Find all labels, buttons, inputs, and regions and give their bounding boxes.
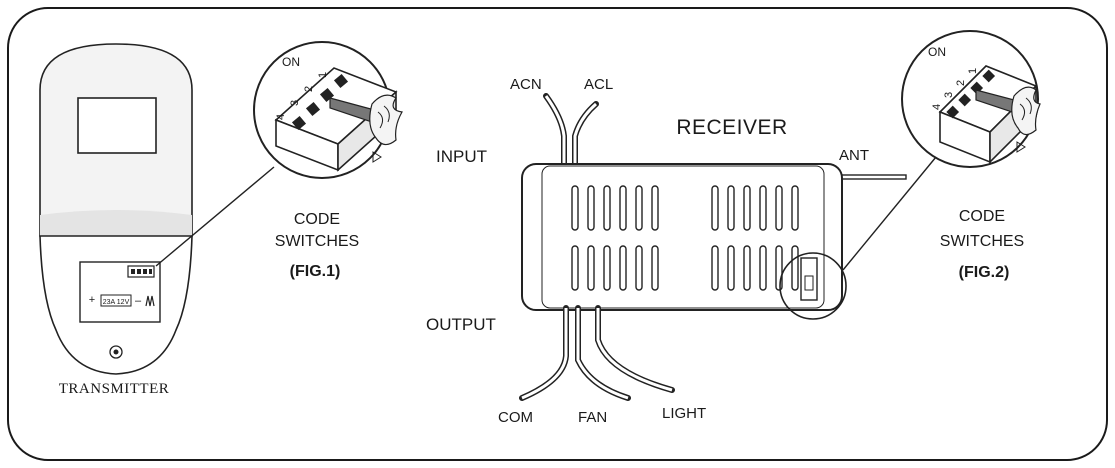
fig1-switch-slot xyxy=(305,101,321,117)
vent-slot xyxy=(635,185,643,231)
fig1-zoom: 1 2 3 4 ON xyxy=(253,41,403,179)
vent-slot xyxy=(651,245,659,291)
acn-wire-label: ACN xyxy=(510,76,542,93)
vent-slot xyxy=(587,245,595,291)
input-wires xyxy=(543,93,599,171)
acn-wire-core xyxy=(544,95,566,168)
vent-slot xyxy=(571,245,579,291)
fig2-leader-line xyxy=(842,156,937,271)
fig2-switch-number: 3 xyxy=(943,92,955,98)
vent-slot xyxy=(587,185,595,231)
vent-slot xyxy=(759,185,767,231)
output-wires xyxy=(519,305,675,401)
transmitter-code-switch-slot xyxy=(131,269,135,274)
vent-slot xyxy=(651,185,659,231)
light-wire-label: LIGHT xyxy=(662,405,706,422)
fig1-switch-number: 2 xyxy=(303,86,315,92)
fig1-code-label-line2: SWITCHES xyxy=(275,233,359,250)
fig1-hand-detail xyxy=(377,105,390,129)
receiver-output-label: OUTPUT xyxy=(426,315,496,334)
vent-slot xyxy=(791,185,799,231)
fan-wire-label: FAN xyxy=(578,409,607,426)
fig1-on-label: ON xyxy=(282,55,300,69)
fig1-switch-number: 4 xyxy=(275,114,287,120)
transmitter-code-switch-slot xyxy=(143,269,147,274)
receiver-zoom-ring xyxy=(779,252,847,320)
fig2-figure-label: (FIG.2) xyxy=(959,264,1010,281)
com-wire-label: COM xyxy=(498,409,533,426)
fig1-switch-number: 3 xyxy=(289,100,301,106)
fig2-zoom: 1 2 3 4 ON xyxy=(901,30,1041,168)
fig1-switch-slot xyxy=(291,115,307,131)
fig1-switch-number: 1 xyxy=(317,72,329,78)
fig2-code-label-line2: SWITCHES xyxy=(940,233,1024,250)
fig1-figure-label: (FIG.1) xyxy=(290,263,341,280)
vent-slot xyxy=(775,185,783,231)
receiver-body-inner xyxy=(541,165,825,309)
vent-slot xyxy=(603,185,611,231)
fig1-code-label-line1: CODE xyxy=(294,211,340,228)
acl-wire-label: ACL xyxy=(584,76,613,93)
fig2-hand-detail xyxy=(1019,97,1032,121)
fig2-switch-number: 2 xyxy=(955,80,967,86)
fan-wire-core xyxy=(576,308,629,400)
vent-slot xyxy=(619,245,627,291)
fig2-switch-number: 1 xyxy=(967,68,979,74)
vent-slot xyxy=(743,245,751,291)
transmitter-code-switch-slot xyxy=(149,269,152,274)
receiver-vents xyxy=(571,185,799,291)
battery-rating: 23A 12V xyxy=(103,299,130,306)
vent-slot xyxy=(619,185,627,231)
vent-slot xyxy=(775,245,783,291)
transmitter-display-window xyxy=(77,97,157,154)
light-wire-core xyxy=(596,308,673,392)
fig2-triangle-mark xyxy=(1016,141,1026,153)
vent-slot xyxy=(635,245,643,291)
vent-slot xyxy=(791,245,799,291)
vent-slot xyxy=(743,185,751,231)
fig1-switch-slot xyxy=(333,73,349,89)
diagram-frame xyxy=(7,7,1108,461)
fig2-on-label: ON xyxy=(928,45,946,59)
vent-slot xyxy=(603,245,611,291)
antenna-wire xyxy=(837,174,907,180)
battery-spring-icon xyxy=(145,295,155,307)
transmitter-label: TRANSMITTER xyxy=(59,381,170,397)
receiver-title: RECEIVER xyxy=(676,116,787,139)
fig1-leader-line xyxy=(155,166,275,267)
battery-plus-sign: + xyxy=(89,294,95,306)
battery-symbol xyxy=(100,294,132,307)
transmitter-code-switch-slot xyxy=(137,269,141,274)
transmitter-shell-shading xyxy=(40,210,192,236)
vent-slot xyxy=(711,245,719,291)
fig2-switch-number: 4 xyxy=(931,104,943,110)
vent-slot xyxy=(727,185,735,231)
vent-slot xyxy=(727,245,735,291)
vent-slot xyxy=(711,185,719,231)
receiver-input-label: INPUT xyxy=(436,147,487,166)
screw-icon-center xyxy=(113,349,119,355)
battery-minus-sign: – xyxy=(135,295,142,307)
fig2-hand-icon xyxy=(1011,86,1041,136)
transmitter-device: + 23A 12V – xyxy=(39,43,193,375)
vent-slot xyxy=(571,185,579,231)
fig2-code-label-line1: CODE xyxy=(959,208,1005,225)
com-wire-core xyxy=(521,308,568,400)
fig1-triangle-mark xyxy=(372,151,382,163)
receiver-code-switch-window xyxy=(804,275,814,291)
receiver-antenna-label: ANT xyxy=(839,147,869,164)
vent-slot xyxy=(759,245,767,291)
acl-wire-core xyxy=(573,102,597,168)
com-wire xyxy=(519,305,569,401)
acn-wire xyxy=(543,93,567,171)
fig1-hand-icon xyxy=(369,94,403,146)
